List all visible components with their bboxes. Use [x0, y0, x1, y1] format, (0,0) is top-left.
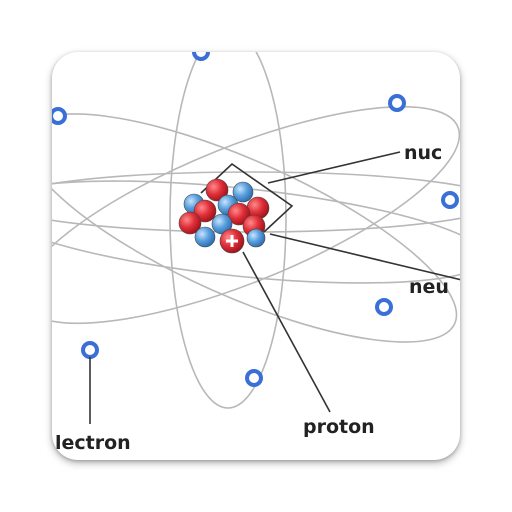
nucleus-pointer-box [200, 162, 294, 233]
electrons [52, 52, 459, 387]
nucleus [178, 178, 270, 254]
orbit-vertical [169, 52, 287, 409]
proton [178, 211, 202, 235]
label-nucleus: nuc [404, 142, 442, 164]
electron-dot [375, 298, 393, 316]
electron-dot [52, 107, 67, 125]
plus-icon [226, 235, 238, 247]
electron-dot [388, 94, 406, 112]
neutron [232, 181, 254, 203]
atom-diagram: nuc neu proton lectron [52, 52, 460, 454]
neutron [246, 228, 266, 248]
proton-leader-line [242, 251, 331, 413]
orbit-tilted-down [52, 113, 458, 343]
electron-dot [245, 369, 263, 387]
electron-dot [192, 52, 210, 61]
electron-dot [81, 341, 99, 359]
nucleus-leader-line [267, 151, 401, 184]
proton [193, 199, 217, 223]
app-icon[interactable]: nuc neu proton lectron [52, 52, 460, 460]
electron-dot [441, 191, 459, 209]
label-neutron: neu [409, 276, 449, 298]
label-proton: proton [303, 416, 375, 438]
neutron-leader-line [269, 233, 460, 281]
leader-lines [89, 151, 460, 424]
proton [227, 202, 251, 226]
neutron [194, 226, 216, 248]
proton [205, 178, 229, 202]
label-electron: lectron [55, 432, 131, 454]
